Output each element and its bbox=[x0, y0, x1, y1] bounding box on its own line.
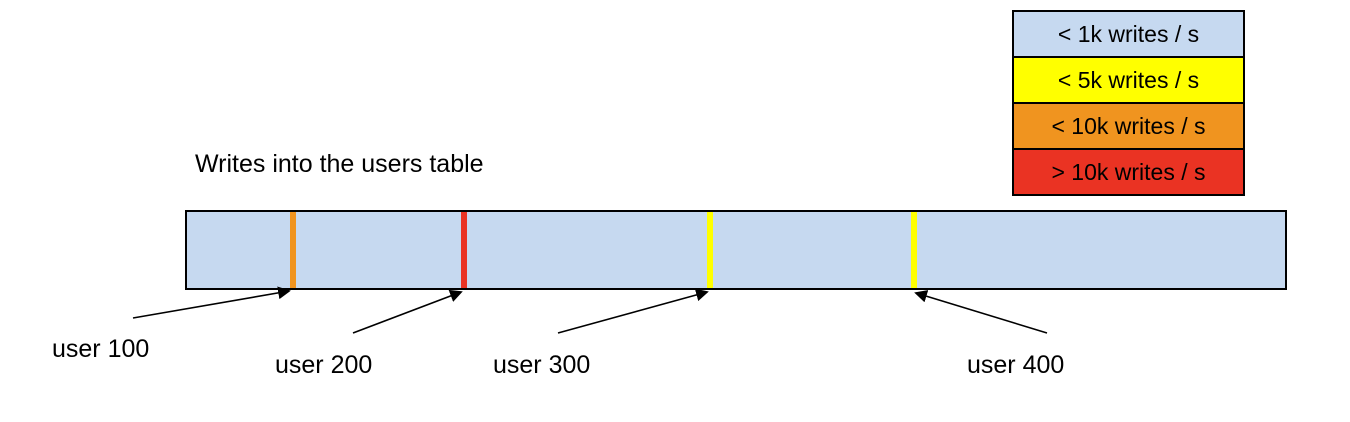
legend-item-label: < 1k writes / s bbox=[1057, 20, 1200, 47]
legend-item-gt-10k: > 10k writes / s bbox=[1012, 148, 1245, 196]
legend: < 1k writes / s < 5k writes / s < 10k wr… bbox=[1012, 10, 1245, 196]
diagram-title: Writes into the users table bbox=[195, 150, 484, 178]
legend-item-lt-5k: < 5k writes / s bbox=[1012, 56, 1245, 104]
label-user-100: user 100 bbox=[52, 335, 150, 363]
marker-user-400 bbox=[911, 212, 917, 288]
label-user-400: user 400 bbox=[967, 351, 1065, 379]
legend-item-label: < 10k writes / s bbox=[1051, 112, 1206, 139]
arrow-user-400 bbox=[914, 290, 1048, 334]
users-table-bar bbox=[185, 210, 1287, 290]
marker-user-100 bbox=[290, 212, 296, 288]
legend-item-lt-10k: < 10k writes / s bbox=[1012, 102, 1245, 150]
arrow-user-200 bbox=[352, 289, 463, 334]
label-user-200: user 200 bbox=[275, 351, 373, 379]
arrow-user-100 bbox=[132, 286, 291, 319]
arrow-user-300 bbox=[557, 288, 709, 334]
marker-user-200 bbox=[461, 212, 467, 288]
legend-item-label: > 10k writes / s bbox=[1051, 158, 1206, 185]
legend-item-lt-1k: < 1k writes / s bbox=[1012, 10, 1245, 58]
label-user-300: user 300 bbox=[493, 351, 591, 379]
legend-item-label: < 5k writes / s bbox=[1057, 66, 1200, 93]
marker-user-300 bbox=[707, 212, 713, 288]
